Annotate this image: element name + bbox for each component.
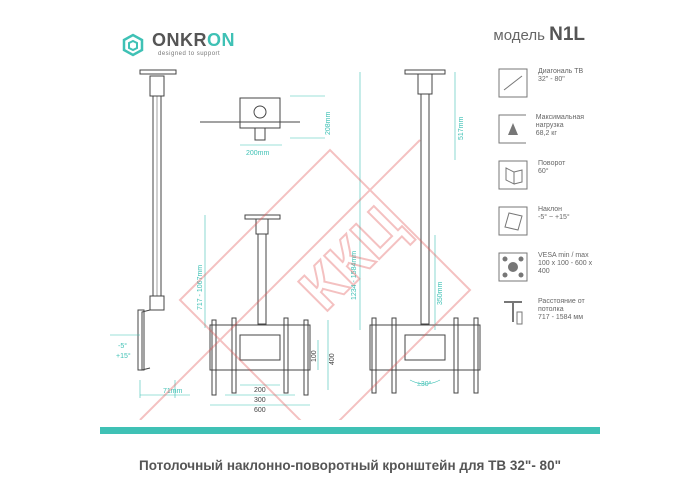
brand-tagline: designed to support — [158, 51, 221, 57]
mid-width-200-label: 200 — [254, 387, 266, 394]
mid-height-400-label: 400 — [329, 353, 336, 365]
mid-width-600-label: 600 — [254, 407, 266, 414]
weight-icon — [498, 114, 526, 144]
swivel-icon — [498, 160, 528, 190]
front-view-mount-long — [369, 69, 481, 394]
side-view-mount — [137, 69, 177, 371]
accent-bar — [100, 427, 600, 434]
left-offset-label: 71mm — [163, 388, 183, 395]
mid-height-range-label: 717 - 1067mm — [197, 265, 204, 310]
front-view-mount-short — [209, 214, 311, 396]
product-caption: Потолочный наклонно-поворотный кронштейн… — [139, 458, 561, 473]
technical-drawing: -5° +15° 71mm 200mm 208mm 717 - 1067mm 2… — [110, 69, 481, 420]
vesa-icon — [498, 252, 528, 282]
top-width-label: 200mm — [246, 150, 270, 157]
watermark-text: ККЦ — [286, 193, 416, 323]
tilt-icon — [498, 206, 528, 236]
brand-name: ONKRON — [152, 30, 235, 50]
right-top-label: 517mm — [458, 116, 465, 140]
tv-diagonal-icon — [498, 68, 528, 98]
onkron-logo-icon — [122, 33, 144, 57]
spec-item: Наклон-5° ~ +15° — [498, 206, 570, 236]
ceiling-distance-icon — [504, 301, 523, 325]
watermark-stamp — [139, 139, 472, 420]
tilt-min-label: -5° — [118, 342, 127, 350]
right-swivel-label: ±30° — [417, 380, 432, 388]
tilt-max-label: +15° — [116, 352, 131, 360]
right-inner-label: 350mm — [437, 281, 444, 305]
top-height-label: 208mm — [325, 111, 332, 135]
mid-width-300-label: 300 — [254, 397, 266, 404]
right-range-label: 1234 - 1584mm — [351, 251, 358, 300]
mid-height-100-label: 100 — [311, 350, 318, 362]
top-view-mount — [200, 97, 300, 141]
model-label: модель N1L — [493, 24, 585, 45]
